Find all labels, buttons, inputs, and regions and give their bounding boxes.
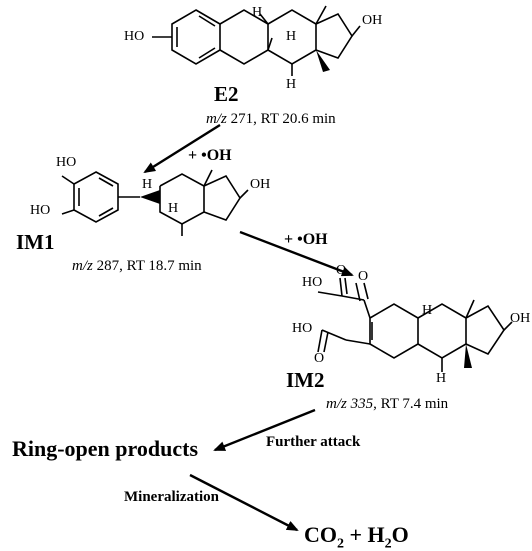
im1-ho-label-bottom: HO: [30, 203, 51, 218]
reagent-step1: + •OH: [188, 147, 232, 164]
step-further-attack: Further attack: [266, 434, 361, 450]
im2-o-label-bottom: O: [314, 351, 325, 366]
arrow-e2-to-im1: [143, 123, 221, 174]
e2-name: E2: [214, 82, 239, 106]
im2-h-label-1: H: [422, 303, 433, 318]
im1-h-label-2: H: [168, 201, 179, 216]
im1-rt: , RT 18.7 min: [119, 258, 202, 274]
final-products: CO2 + H2O: [304, 524, 409, 551]
im2-structure: [317, 277, 513, 372]
e2-ms-info: m/z 271, RT 20.6 min: [206, 112, 336, 127]
im2-ho-label-bottom: HO: [292, 321, 313, 336]
im1-mz-prefix: m/z: [72, 258, 93, 274]
im1-ms-info: m/z 287, RT 18.7 min: [72, 259, 202, 274]
im1-mz-value: 287: [96, 258, 120, 274]
e2-oh-label: OH: [362, 13, 383, 28]
arrow-im2-to-ring-open: [213, 408, 316, 452]
reagent-step2: + •OH: [284, 231, 328, 248]
e2-h-label-1: H: [252, 5, 263, 20]
im2-ho-label-top: HO: [302, 275, 323, 290]
ring-open-products: Ring-open products: [12, 436, 199, 461]
im2-h-label-2: H: [436, 371, 447, 386]
im1-h-label-1: H: [142, 177, 153, 192]
e2-h-label-2: H: [286, 29, 297, 44]
im2-name: IM2: [286, 368, 325, 392]
arrow-im1-to-im2: [239, 230, 354, 277]
im2-mz-prefix: m/z: [326, 396, 347, 412]
h2o-subscript: 2: [384, 536, 392, 551]
im2-mz-value: 335: [350, 396, 374, 412]
co2-subscript: 2: [337, 536, 344, 551]
im1-ho-label-top: HO: [56, 155, 77, 170]
e2-rt: , RT 20.6 min: [253, 111, 336, 127]
im2-o-label-top-2: O: [358, 269, 369, 284]
im2-rt: , RT 7.4 min: [373, 396, 449, 412]
im2-o-label-top-1: O: [336, 263, 347, 278]
e2-mz-value: 271: [230, 111, 254, 127]
co2-label: CO: [304, 522, 337, 547]
e2-h-label-3: H: [286, 77, 297, 92]
plus-h-label: + H: [344, 522, 385, 547]
o-label: O: [391, 522, 409, 547]
im1-structure: [61, 169, 249, 236]
e2-ho-label: HO: [124, 29, 145, 44]
arrow-to-mineralization: [189, 473, 299, 532]
e2-mz-prefix: m/z: [206, 111, 227, 127]
step-mineralization: Mineralization: [124, 489, 219, 505]
im1-name: IM1: [16, 230, 55, 254]
e2-structure: [152, 5, 361, 76]
im2-oh-label: OH: [510, 311, 531, 326]
im1-oh-label: OH: [250, 177, 271, 192]
im2-ms-info: m/z 335, RT 7.4 min: [326, 397, 448, 412]
